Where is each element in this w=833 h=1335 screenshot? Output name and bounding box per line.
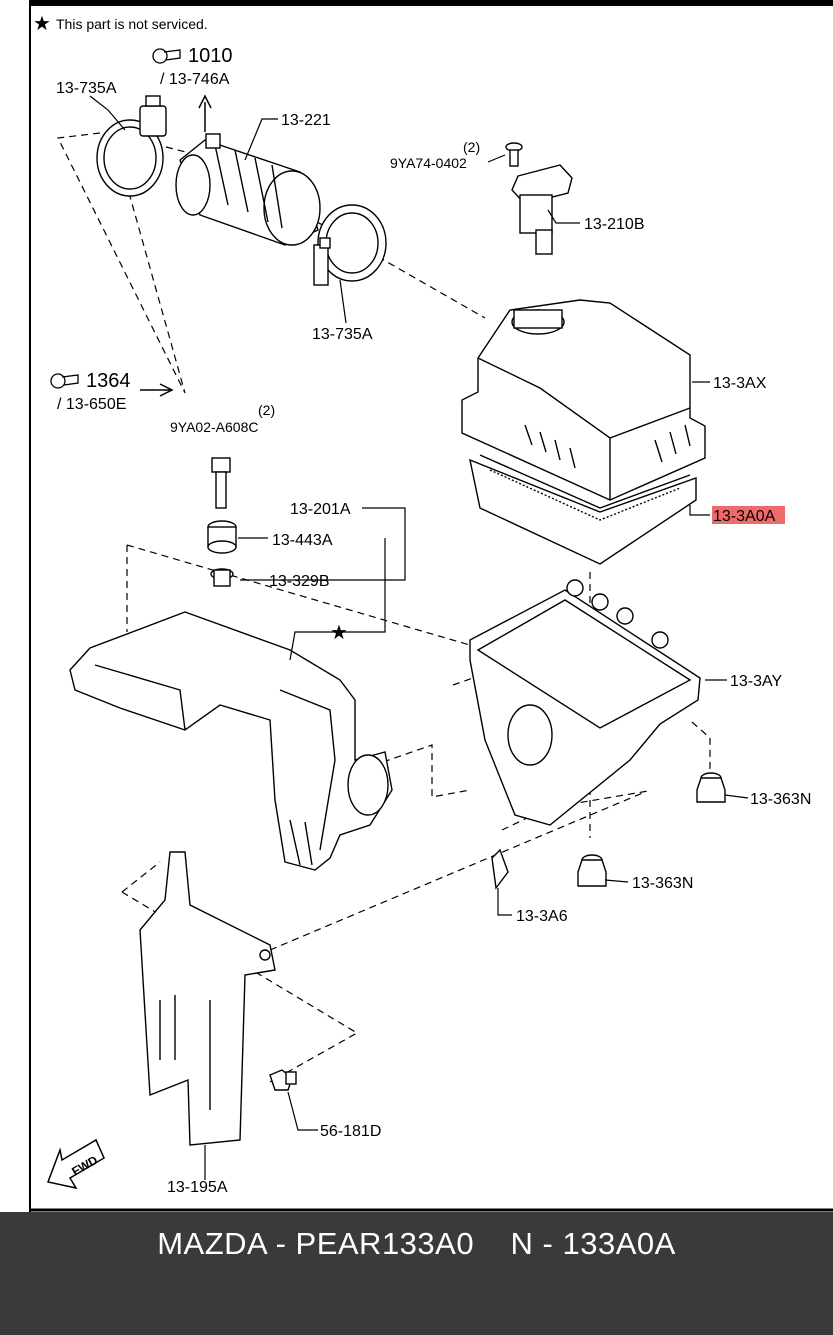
part-label[interactable]: 9YA74-0402 xyxy=(390,155,467,171)
part-label[interactable]: 13-3AY xyxy=(730,673,783,690)
part-label: (2) xyxy=(463,139,480,155)
part-label[interactable]: 13-735A xyxy=(56,80,117,97)
parts-diagram: ★ This part is not serviced. xyxy=(29,0,833,1212)
not-serviced-star: ★ xyxy=(330,622,348,644)
ref-1010-main[interactable]: 1010 xyxy=(188,45,233,67)
part-label[interactable]: 13-363N xyxy=(750,791,811,808)
footer-bar: MAZDA - PEAR133A0 N - 133A0A xyxy=(0,1212,833,1335)
leader-lines xyxy=(89,95,749,1180)
ref-1010-sub[interactable]: / 13-746A xyxy=(160,71,230,88)
part-label[interactable]: 13-735A xyxy=(312,326,373,343)
airflow-sensor xyxy=(511,164,573,255)
air-hose xyxy=(175,133,321,246)
ref-icon-1010 xyxy=(152,48,181,64)
hose-clamp-lower xyxy=(313,204,387,286)
hose-clamp-upper xyxy=(96,95,167,197)
star-symbol: ★ xyxy=(33,13,51,35)
part-label[interactable]: 13-363N xyxy=(632,875,693,892)
intake-duct xyxy=(69,611,393,871)
ref-arrow-1010 xyxy=(198,94,212,132)
ref-1364-sub[interactable]: / 13-650E xyxy=(57,396,126,413)
ref-1364-main[interactable]: 1364 xyxy=(86,370,131,392)
part-label[interactable]: 13-221 xyxy=(281,112,331,129)
part-label[interactable]: 13-3A6 xyxy=(516,908,568,925)
ref-icon-1364 xyxy=(50,373,79,389)
part-label[interactable]: 13-201A xyxy=(290,501,351,518)
screw-56-181d xyxy=(269,1069,297,1091)
insulator-right xyxy=(696,772,726,803)
dashed-lines xyxy=(57,131,711,1083)
part-label[interactable]: 13-3AX xyxy=(713,375,767,392)
screw-upper xyxy=(505,142,523,167)
grommet-443a xyxy=(207,520,237,554)
footer-part-number: MAZDA - PEAR133A0 N - 133A0A xyxy=(157,1226,676,1261)
part-label[interactable]: 13-195A xyxy=(167,1179,228,1196)
collar-329b xyxy=(210,568,234,587)
insulator-lower xyxy=(577,854,607,887)
part-label[interactable]: 13-329B xyxy=(269,573,330,590)
not-serviced-note: This part is not serviced. xyxy=(56,16,208,32)
air-cleaner-cover xyxy=(461,299,706,501)
fwd-arrow: FWD xyxy=(46,1138,105,1190)
part-label: (2) xyxy=(258,402,275,418)
bracket-195a xyxy=(139,851,276,1146)
clip-3a6 xyxy=(491,848,509,890)
part-label[interactable]: 56-181D xyxy=(320,1123,381,1140)
part-drawings xyxy=(69,95,726,1146)
air-filter-element xyxy=(469,454,697,565)
air-cleaner-case xyxy=(469,579,701,826)
part-label-highlighted[interactable]: 13-3A0A xyxy=(713,508,776,525)
part-label[interactable]: 9YA02-A608C xyxy=(170,419,258,435)
highlight-box xyxy=(712,506,785,524)
ref-arrow-1364 xyxy=(140,383,174,397)
bolt-9ya02 xyxy=(211,457,231,509)
part-label[interactable]: 13-210B xyxy=(584,216,645,233)
part-label[interactable]: 13-443A xyxy=(272,532,333,549)
